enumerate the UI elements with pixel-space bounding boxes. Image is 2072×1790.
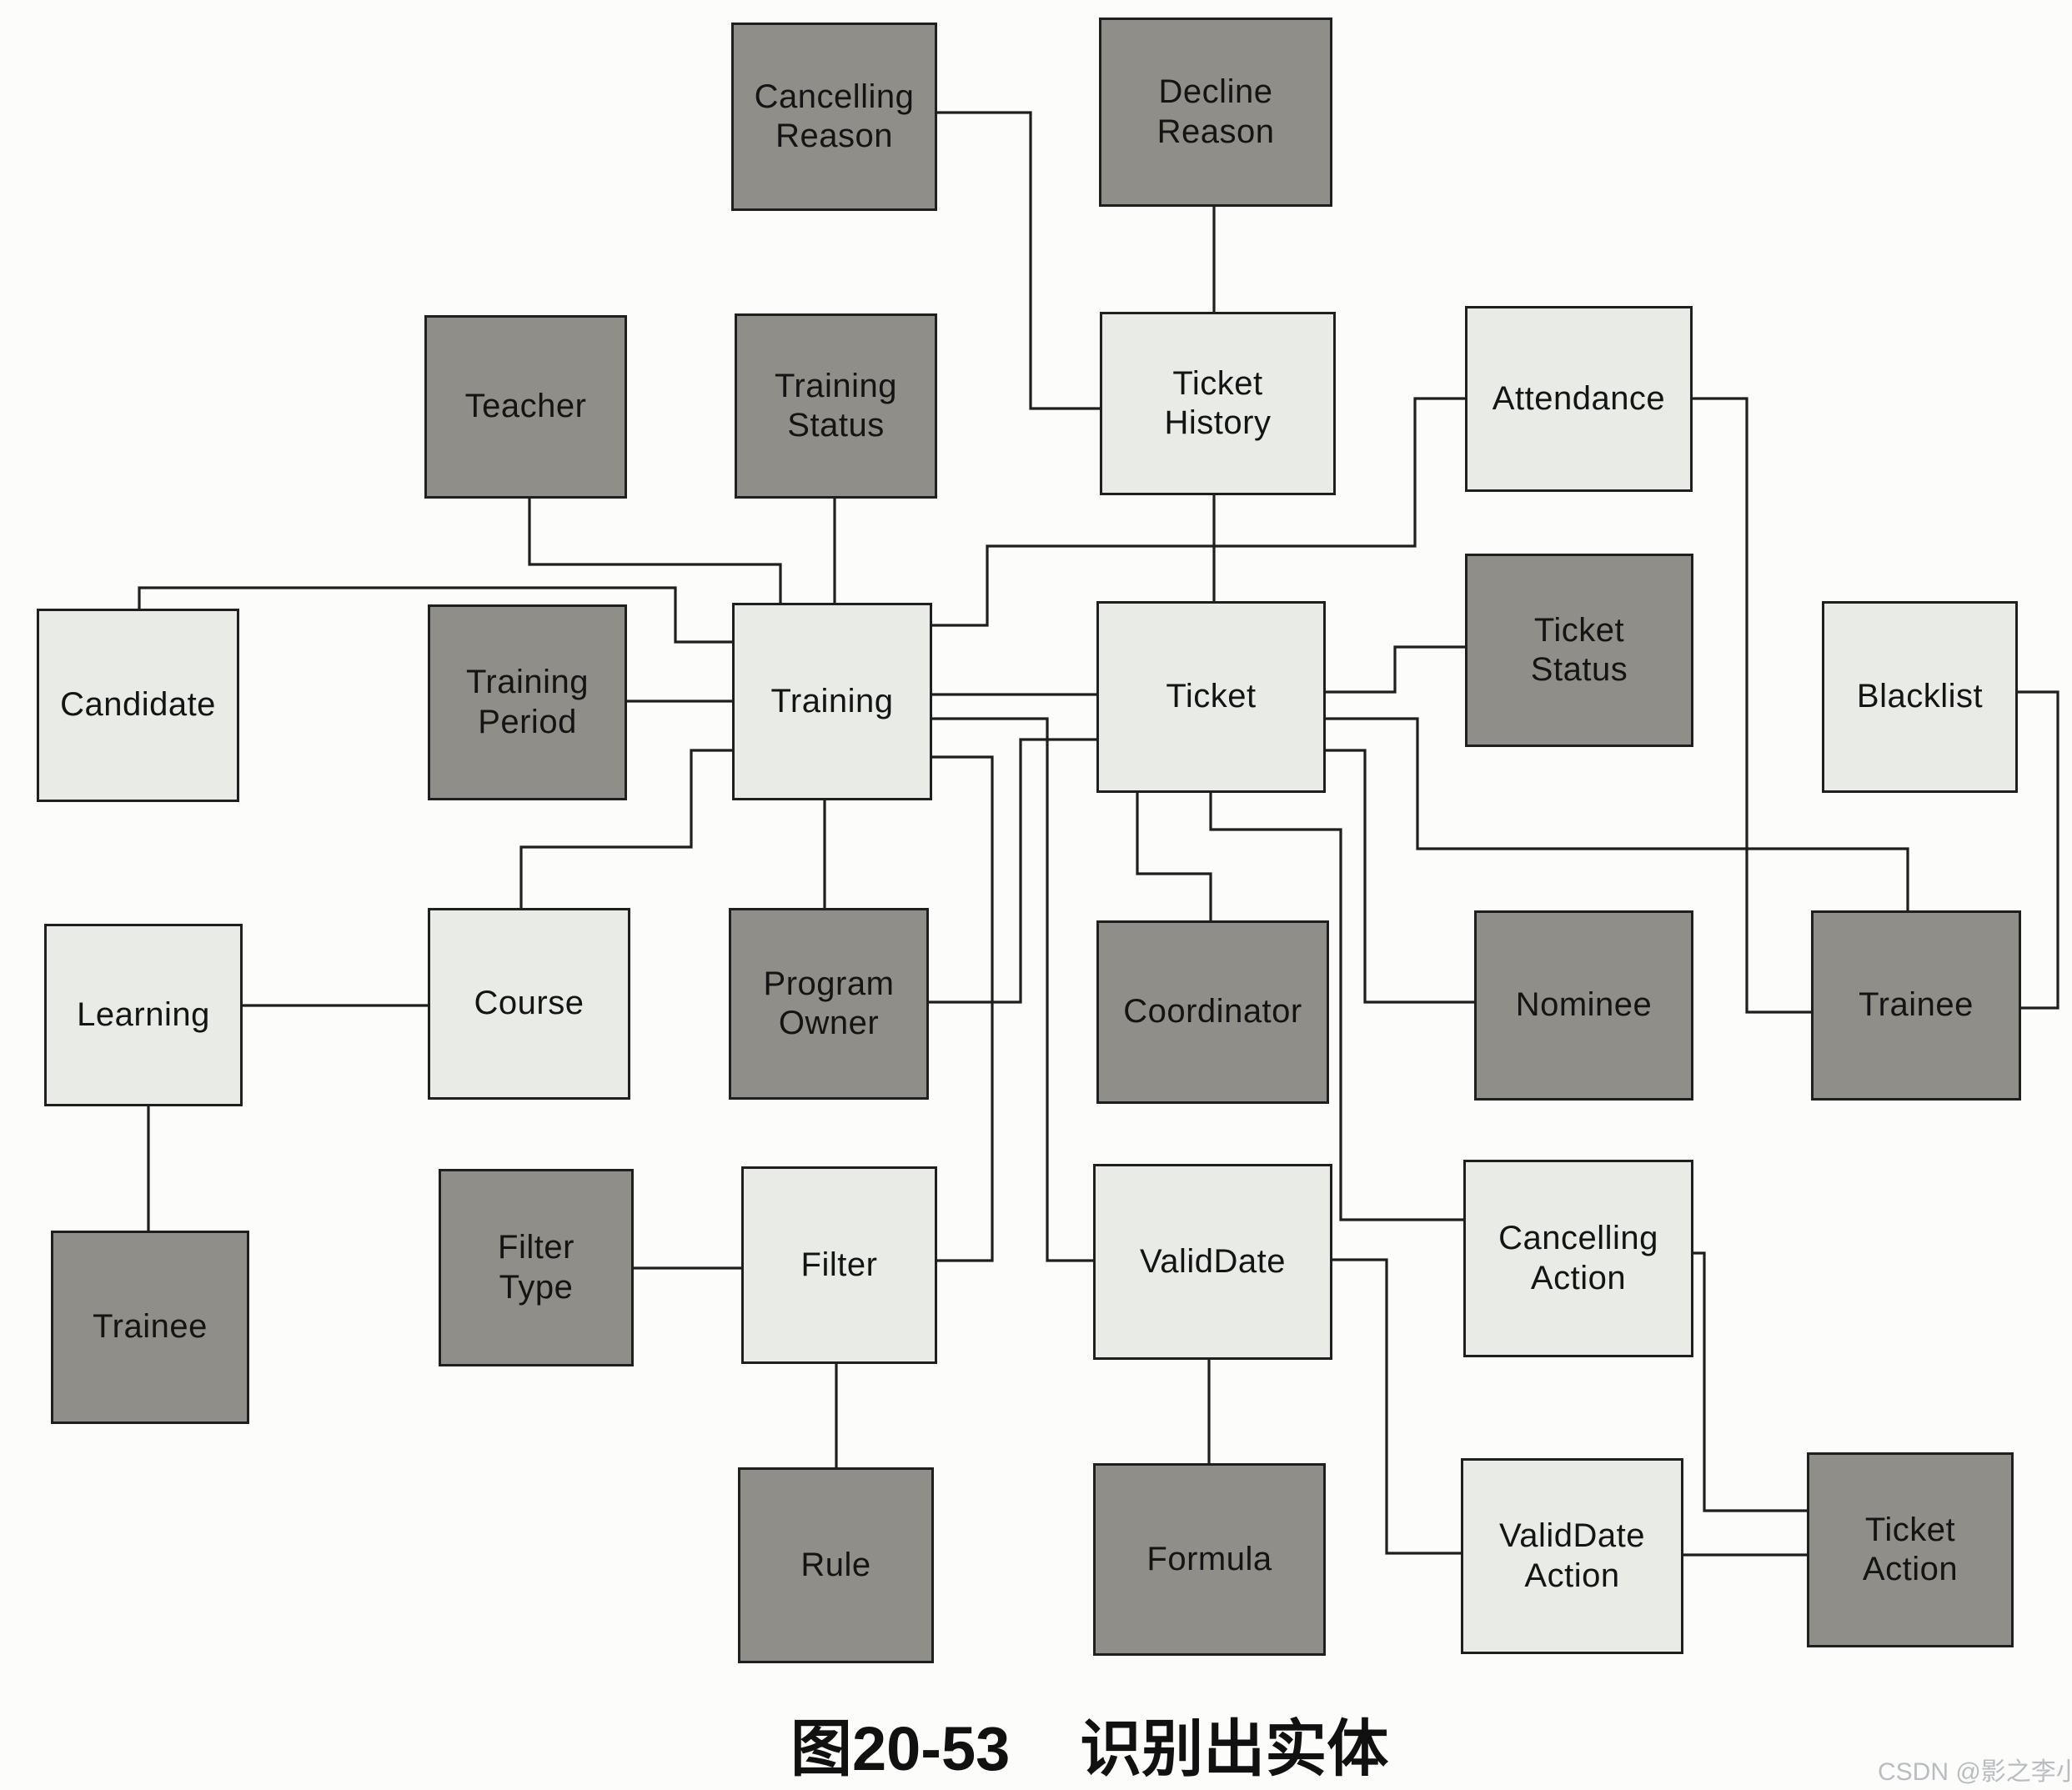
entity-ticket: Ticket [1096,601,1326,793]
relationship-ticket--ticket-status [1326,645,1465,694]
relationship-attendance--trainee-right [1693,397,1811,1014]
relationship-candidate--training [138,586,732,644]
relationship-training--filter [932,755,994,1262]
entity-training: Training [732,603,932,800]
entity-training-status: Training Status [735,313,937,499]
entity-filter-type: Filter Type [439,1169,634,1366]
relationship-teacher--training [528,499,782,603]
entity-blacklist: Blacklist [1822,601,2018,793]
entity-teacher: Teacher [424,315,627,499]
relationship-blacklist--trainee-right [2018,690,2059,1010]
relationship-valid-date--validdate-action [1332,1258,1461,1555]
entity-trainee-right: Trainee [1811,910,2021,1101]
entity-trainee-left: Trainee [51,1231,249,1424]
entity-rule: Rule [738,1467,934,1663]
entity-coordinator: Coordinator [1096,920,1329,1104]
entity-course: Course [428,908,630,1100]
entity-cancelling-reason: Cancelling Reason [731,23,937,211]
relationship-cancelling-reason--ticket-history [937,111,1100,410]
relationship-ticket--program-owner [929,738,1096,1004]
entity-attendance: Attendance [1465,306,1693,492]
entity-training-period: Training Period [428,604,627,800]
relationship-ticket--nominee [1326,749,1474,1004]
entity-decline-reason: Decline Reason [1099,18,1332,207]
relationship-training--valid-date [932,717,1093,1262]
entity-ticket-history: Ticket History [1100,312,1336,495]
figure-title: 识别出实体 [1080,1714,1389,1783]
relationship-ticket--trainee-right [1326,717,1909,910]
entity-validdate-action: ValidDate Action [1461,1458,1683,1654]
relationship-training--attendance [932,397,1465,627]
entity-valid-date: ValidDate [1093,1164,1332,1360]
entity-formula: Formula [1093,1463,1326,1656]
watermark-text: CSDN @影之李小白 [1878,1758,2072,1786]
figure-number: 图20-53 [790,1714,1011,1783]
relationship-ticket--cancelling-action [1209,793,1463,1221]
entity-cancelling-action: Cancelling Action [1463,1160,1693,1357]
entity-candidate: Candidate [37,609,239,802]
relationship-ticket--coordinator [1136,793,1212,920]
relationship-cancelling-action--ticket-action [1693,1251,1807,1512]
entity-ticket-action: Ticket Action [1807,1452,2014,1647]
figure-caption: 图20-53 识别出实体 [790,1699,1388,1788]
entity-filter: Filter [741,1166,937,1364]
entity-learning: Learning [44,924,243,1106]
relationship-training--course [519,749,732,908]
entity-ticket-status: Ticket Status [1465,554,1693,747]
entity-nominee: Nominee [1474,910,1693,1101]
entity-program-owner: Program Owner [729,908,929,1100]
